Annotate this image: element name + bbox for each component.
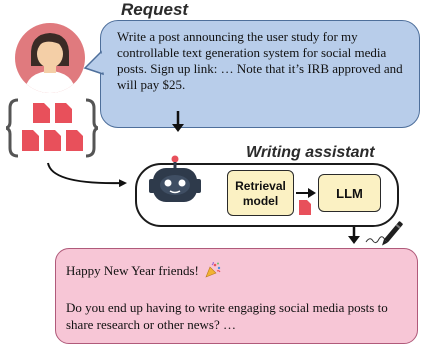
output-greeting-text: Happy New Year friends! [66,263,199,278]
retrieval-label-line1: Retrieval [235,179,286,193]
user-avatar-icon [15,23,85,93]
retrieval-model-box: Retrieval model [227,170,294,216]
document-collection-icon [6,98,98,158]
request-bubble [100,20,420,128]
document-icon [299,200,311,215]
request-title: Request [121,0,189,19]
output-body: Do you end up having to write engaging s… [66,300,388,332]
party-popper-icon [205,261,221,278]
output-greeting: Happy New Year friends! [66,261,221,279]
output-bubble [55,248,418,344]
writing-assistant-title: Writing assistant [246,144,375,161]
request-text: Write a post announcing the user study f… [117,29,403,92]
pen-icon [365,221,403,246]
retrieval-label-line2: model [242,194,279,208]
robot-icon [149,155,201,202]
llm-box: LLM [318,174,381,212]
